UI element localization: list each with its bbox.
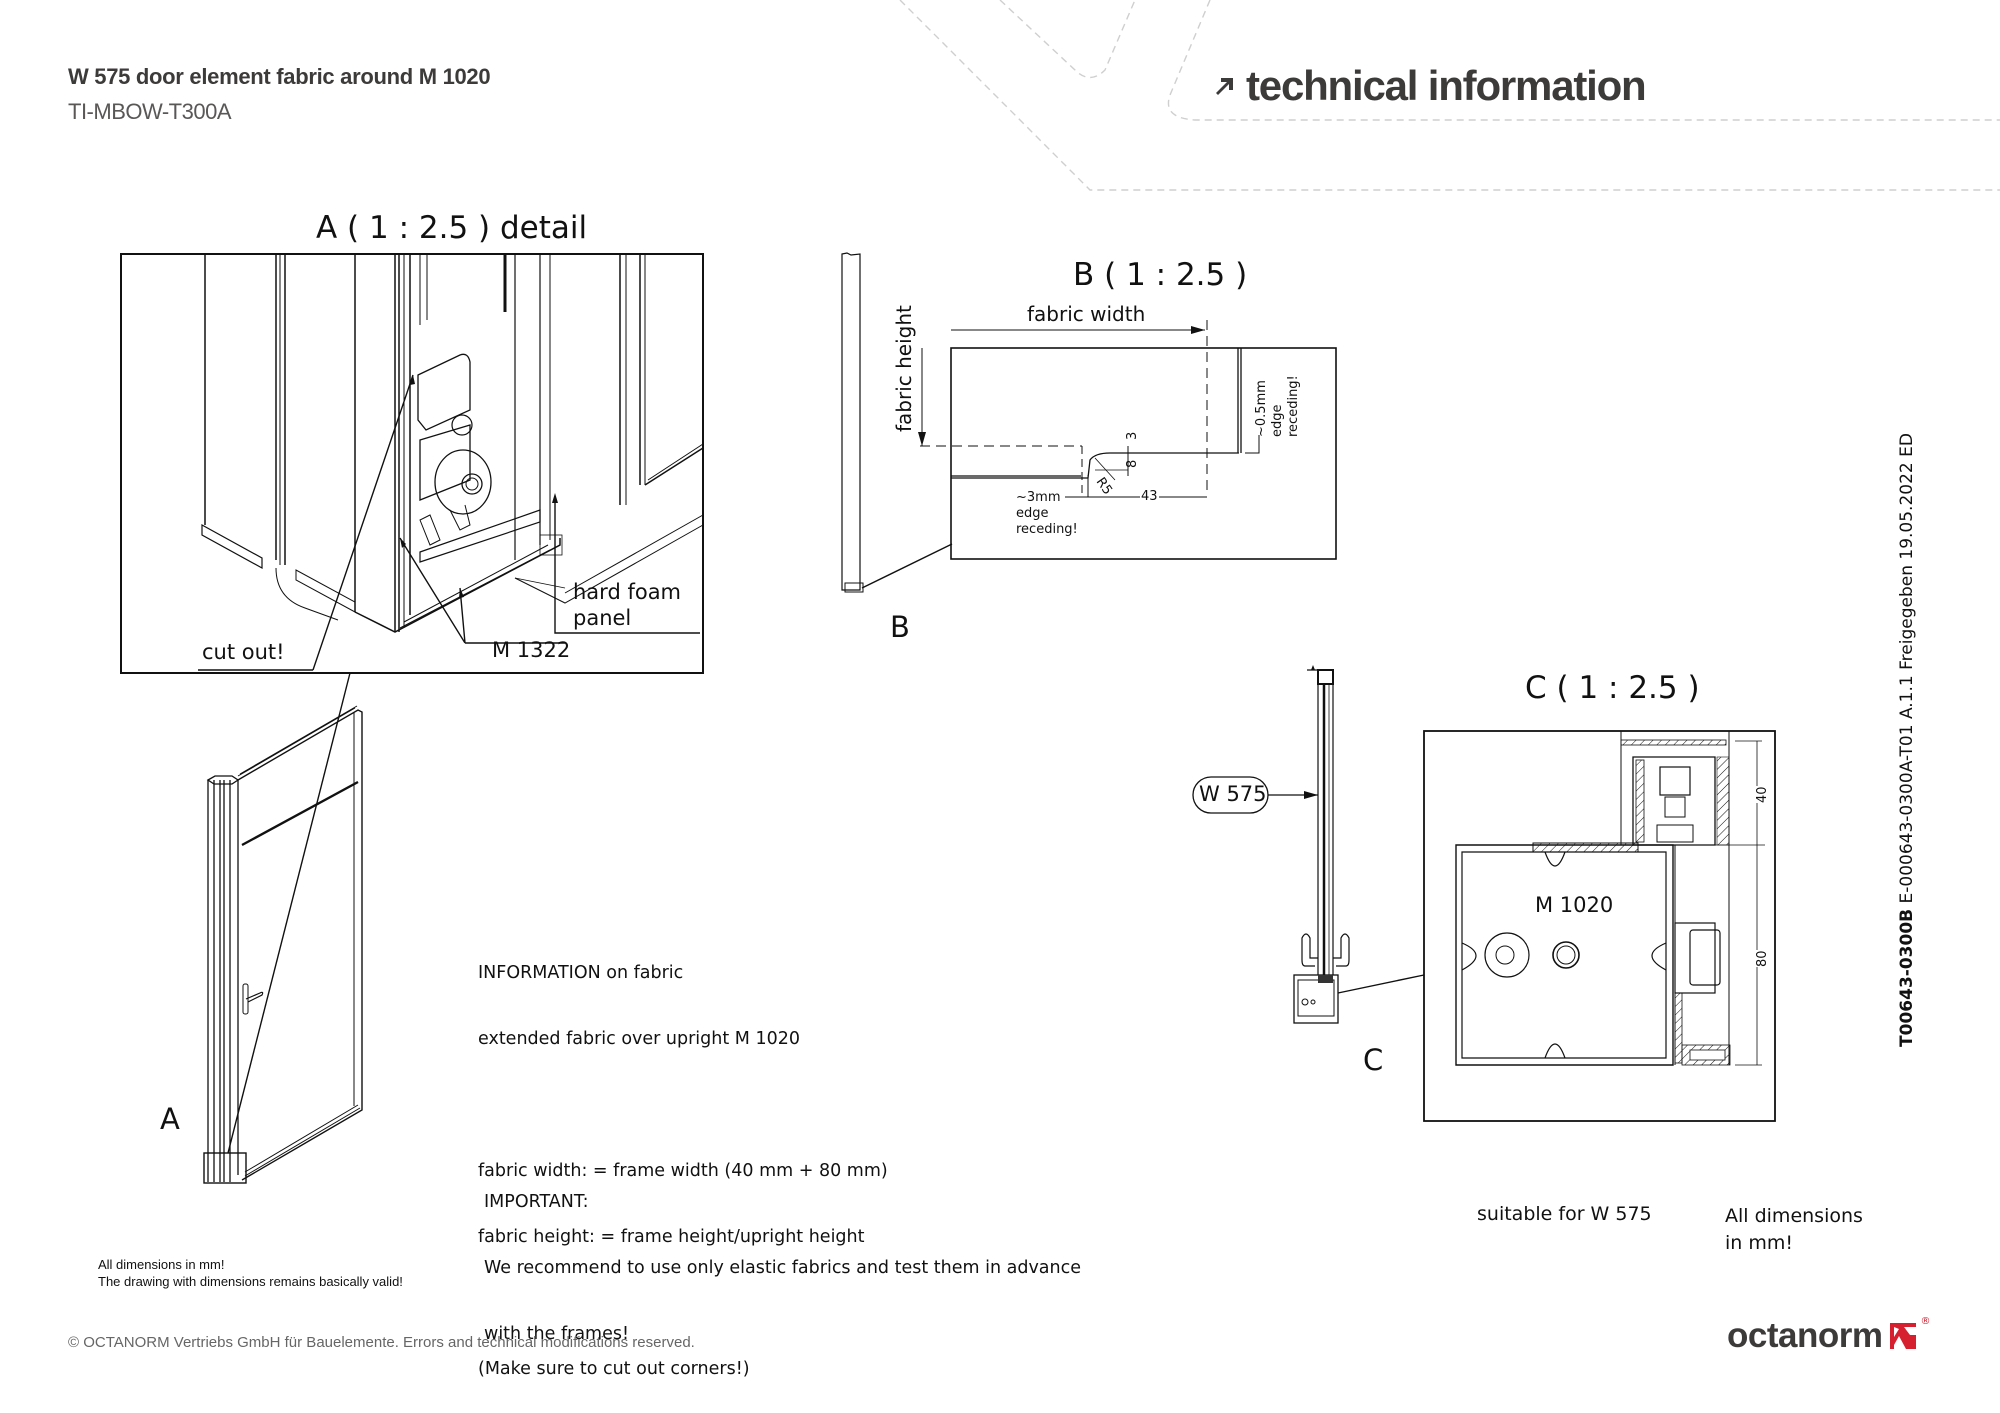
all-dimensions-line1: All dimensions <box>1725 1205 1863 1227</box>
document-code: TI-MBOW-T300A <box>68 99 232 124</box>
all-dimensions-label: All dimensions in mm! <box>1725 1203 1863 1257</box>
dimension-notes: All dimensions in mm! The drawing with d… <box>98 1256 403 1290</box>
note-line: The drawing with dimensions remains basi… <box>98 1274 403 1289</box>
octanorm-logo: octanorm ® <box>1727 1316 1930 1356</box>
section-heading-text: technical information <box>1246 62 1647 109</box>
cut-out-label: cut out! <box>202 640 285 664</box>
detail-a-title: A ( 1 : 2.5 ) detail <box>316 210 588 246</box>
important-line: with the frames! <box>484 1324 629 1344</box>
logo-wordmark: octanorm <box>1727 1316 1883 1355</box>
m1322-label: M 1322 <box>492 638 571 662</box>
detail-c-title: C ( 1 : 2.5 ) <box>1525 670 1700 706</box>
detail-b-title: B ( 1 : 2.5 ) <box>1073 257 1248 293</box>
important-block: IMPORTANT: We recommend to use only elas… <box>484 1147 1081 1367</box>
dim-40-label: 40 <box>1755 786 1771 803</box>
edge-left-line2: edge <box>1016 506 1049 521</box>
section-heading: technical information <box>1214 62 1647 110</box>
important-heading: IMPORTANT: <box>484 1192 589 1212</box>
info-line: fabric height: = frame height/upright he… <box>478 1227 865 1247</box>
hard-foam-panel-label-line1: hard foam <box>573 580 682 604</box>
drawing-release-info: E-000643-0300A-T01 A.1.1 Freigegeben 19.… <box>1897 433 1917 909</box>
view-marker-a: A <box>160 1102 180 1136</box>
edge-left-line3: receding! <box>1016 522 1078 537</box>
info-line: INFORMATION on fabric <box>478 963 684 983</box>
document-title: W 575 door element fabric around M 1020 <box>68 64 491 89</box>
registered-mark: ® <box>1920 1316 1931 1327</box>
fabric-information-block: INFORMATION on fabric extended fabric ov… <box>478 918 888 1402</box>
all-dimensions-line2: in mm! <box>1725 1232 1793 1254</box>
drawing-reference-code: T00643-0300B E-000643-0300A-T01 A.1.1 Fr… <box>1897 433 1917 1047</box>
info-line: (Make sure to cut out corners!) <box>478 1359 750 1379</box>
suitable-for-label: suitable for W 575 <box>1477 1203 1652 1225</box>
edge-left-line1: ~3mm <box>1016 490 1061 505</box>
background-dashed-lines <box>899 0 2000 191</box>
dim-43-label: 43 <box>1140 489 1159 505</box>
drawing-number: T00643-0300B <box>1897 908 1917 1047</box>
view-marker-c: C <box>1363 1043 1384 1077</box>
dim-80-label: 80 <box>1755 950 1771 967</box>
edge-left-note: ~3mm edge receding! <box>1016 490 1078 538</box>
octanorm-mark-icon <box>1890 1323 1917 1349</box>
w575-bubble-label: W 575 <box>1199 782 1267 806</box>
view-marker-b: B <box>890 610 910 644</box>
copyright-notice: © OCTANORM Vertriebs GmbH für Bauelement… <box>68 1334 695 1351</box>
arrow-up-right-icon <box>1216 78 1233 95</box>
note-line: All dimensions in mm! <box>98 1257 225 1272</box>
fabric-width-label: fabric width <box>1027 302 1146 326</box>
info-line: fabric width: = frame width (40 mm + 80 … <box>478 1161 888 1181</box>
hard-foam-panel-label-line2: panel <box>573 606 632 630</box>
m1020-profile-label: M 1020 <box>1535 893 1614 917</box>
important-line: We recommend to use only elastic fabrics… <box>484 1258 1082 1278</box>
info-line: extended fabric over upright M 1020 <box>478 1029 800 1049</box>
